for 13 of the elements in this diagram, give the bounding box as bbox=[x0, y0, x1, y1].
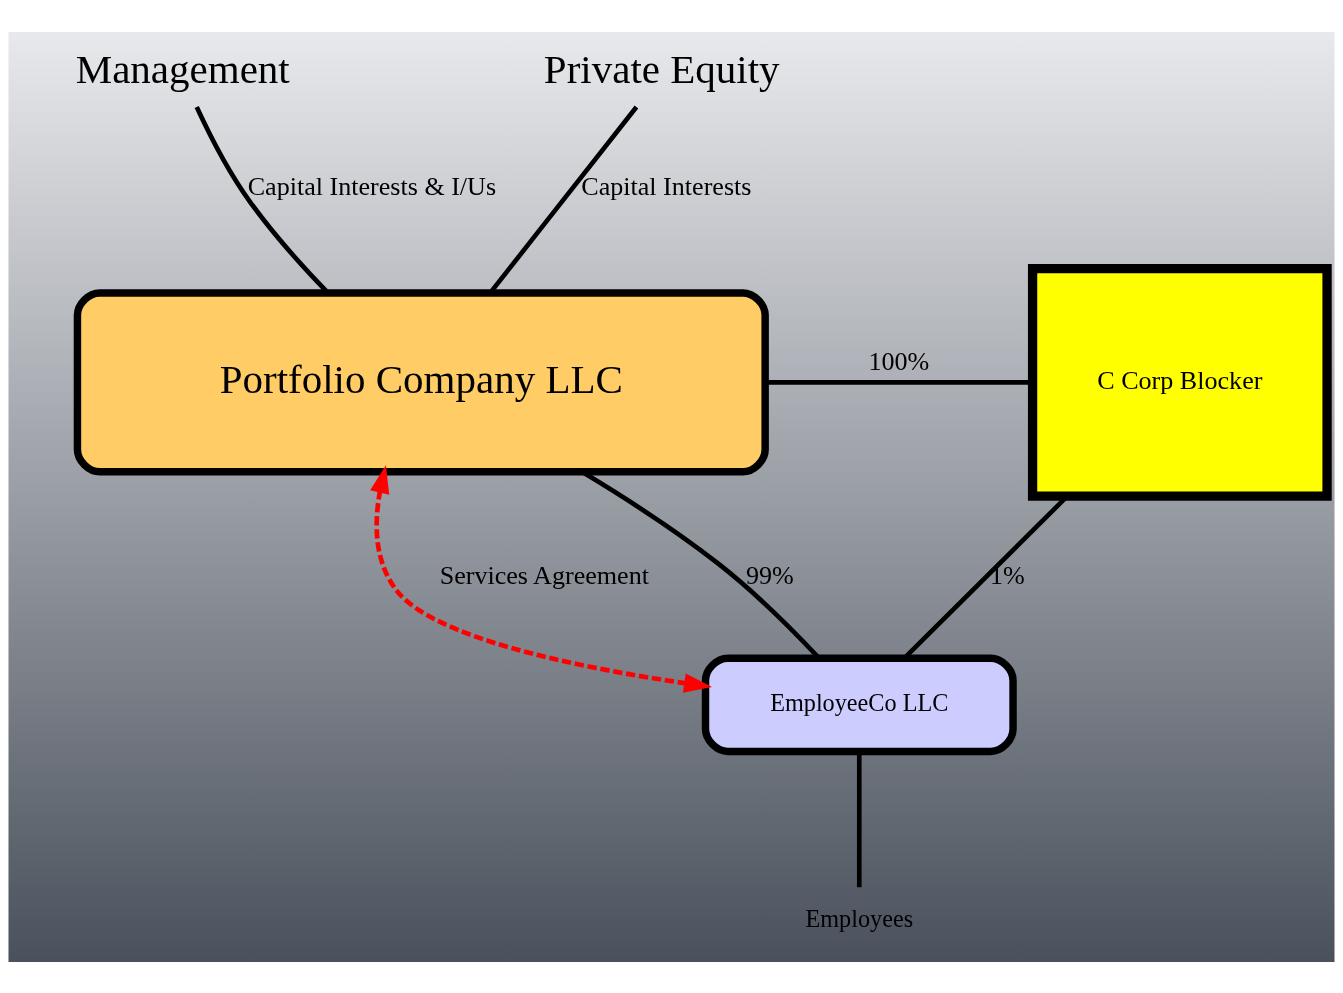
edge-label: 100% bbox=[868, 346, 930, 376]
node-text: Management bbox=[75, 45, 290, 92]
arrow bbox=[370, 464, 713, 693]
node-text: Private Equity bbox=[543, 45, 780, 92]
edge-label: Services Agreement bbox=[439, 560, 649, 590]
edge-label: 1% bbox=[990, 560, 1025, 590]
edge-label: Capital Interests & I/Us bbox=[247, 171, 497, 201]
node-box: Portfolio Company LLC bbox=[73, 288, 769, 476]
node-text: Employees bbox=[805, 904, 914, 932]
edge-label: Capital Interests bbox=[581, 171, 752, 201]
edge-label: 99% bbox=[745, 560, 794, 590]
node-box: EmployeeCo LLC bbox=[701, 654, 1017, 755]
node-box: C Corp Blocker bbox=[1027, 263, 1332, 501]
